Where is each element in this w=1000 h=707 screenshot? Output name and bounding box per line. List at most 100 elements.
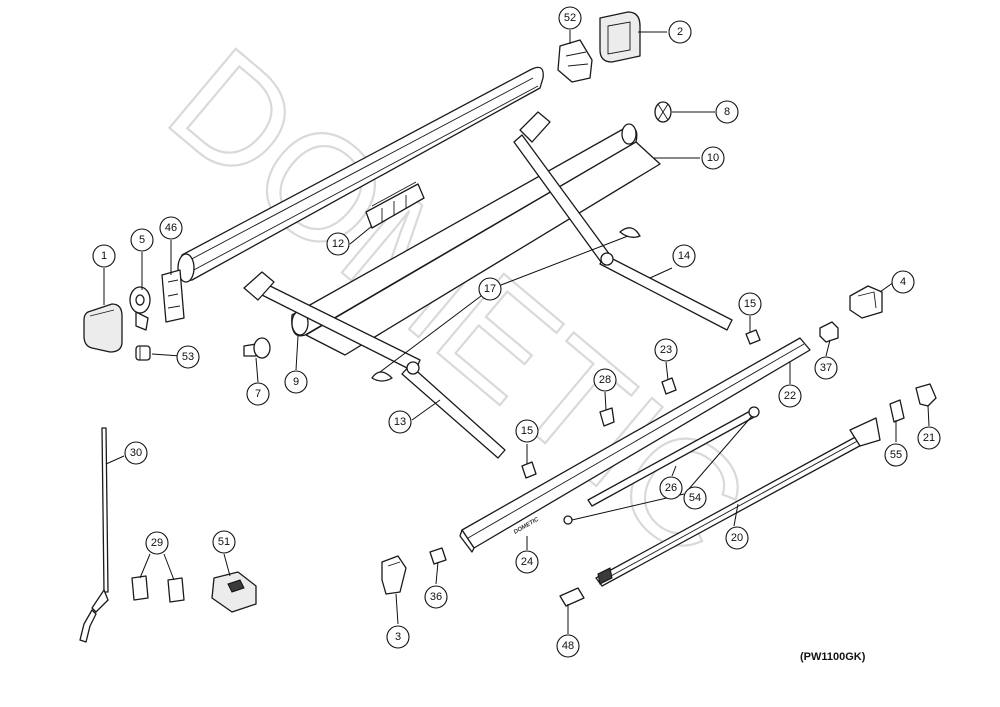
part-1-end-cap: [83, 303, 123, 353]
callout-37: 37: [814, 356, 838, 380]
part-55-cap: [889, 399, 905, 423]
part-3-foot-bracket: [381, 555, 407, 595]
callout-21: 21: [917, 426, 941, 450]
callout-3: 3: [386, 625, 410, 649]
callout-53: 53: [176, 345, 200, 369]
part-5-spool: [129, 286, 151, 331]
svg-text:52: 52: [564, 12, 576, 24]
diagram-code: (PW1100GK): [800, 651, 866, 663]
svg-text:24: 24: [521, 556, 533, 568]
callout-15-right: 15: [738, 292, 762, 316]
part-51-cover: [211, 571, 257, 613]
part-30-crank-handle: [79, 427, 109, 643]
callout-8: 8: [715, 100, 739, 124]
callout-29: 29: [145, 531, 169, 555]
callout-36: 36: [424, 585, 448, 609]
callout-30: 30: [124, 441, 148, 465]
callout-52: 52: [558, 6, 582, 30]
svg-text:22: 22: [784, 390, 796, 402]
callout-4: 4: [891, 270, 915, 294]
callout-17: 17: [478, 277, 502, 301]
svg-text:30: 30: [130, 447, 142, 459]
callout-5: 5: [130, 228, 154, 252]
svg-text:8: 8: [724, 106, 730, 118]
svg-text:15: 15: [744, 298, 756, 310]
callout-7: 7: [246, 382, 270, 406]
svg-text:37: 37: [820, 362, 832, 374]
callout-15-left: 15: [515, 419, 539, 443]
callout-12: 12: [326, 232, 350, 256]
part-10-awning-fabric: [305, 141, 661, 356]
svg-text:36: 36: [430, 591, 442, 603]
callout-24: 24: [515, 550, 539, 574]
part-52-head-bracket: [557, 39, 593, 83]
svg-text:20: 20: [731, 532, 743, 544]
svg-text:55: 55: [890, 449, 902, 461]
part-36-clip: [429, 547, 447, 565]
callout-23: 23: [654, 338, 678, 362]
callout-51: 51: [212, 530, 236, 554]
svg-text:46: 46: [165, 222, 177, 234]
svg-text:2: 2: [677, 26, 683, 38]
svg-text:17: 17: [484, 283, 496, 295]
leader-lines: [103, 30, 930, 634]
callout-14: 14: [672, 244, 696, 268]
svg-text:1: 1: [101, 250, 107, 262]
callout-13: 13: [388, 410, 412, 434]
svg-text:3: 3: [395, 631, 401, 643]
part-14-lower-arm-right: [513, 111, 733, 331]
part-48-latch: [559, 587, 585, 607]
svg-text:9: 9: [293, 376, 299, 388]
part-26-rafter-arm: [563, 406, 760, 525]
part-15-clip-right: [745, 329, 761, 345]
callout-54: 54: [683, 486, 707, 510]
svg-text:54: 54: [689, 492, 701, 504]
part-12-mount-bracket: [365, 181, 425, 229]
callout-55: 55: [884, 443, 908, 467]
svg-text:7: 7: [255, 388, 261, 400]
svg-text:13: 13: [394, 416, 406, 428]
callout-28: 28: [593, 368, 617, 392]
part-23-clip: [661, 377, 677, 395]
part-17-wedge-left: [371, 371, 393, 382]
callout-2: 2: [668, 20, 692, 44]
part-21-end-clip: [915, 383, 937, 407]
svg-text:10: 10: [707, 152, 719, 164]
part-37-clip: [819, 321, 839, 343]
awning-case-rail: [177, 66, 544, 283]
part-8-gear-knob: [654, 101, 672, 123]
part-28-clip: [599, 407, 615, 427]
part-22-lead-rail: DOMETIC: [459, 337, 811, 553]
callout-48: 48: [556, 634, 580, 658]
svg-text:26: 26: [665, 482, 677, 494]
svg-text:12: 12: [332, 238, 344, 250]
callout-9: 9: [284, 370, 308, 394]
part-53-nut: [135, 345, 151, 361]
part-2-end-cap-top: [599, 11, 641, 63]
svg-text:21: 21: [923, 432, 935, 444]
svg-text:5: 5: [139, 234, 145, 246]
svg-text:23: 23: [660, 344, 672, 356]
part-4-end-bracket: [849, 285, 883, 319]
part-15-clip-left: [521, 461, 537, 479]
part-7-knob: [243, 337, 271, 359]
callout-22: 22: [778, 384, 802, 408]
callout-20: 20: [725, 526, 749, 550]
svg-text:48: 48: [562, 640, 574, 652]
callout-26: 26: [659, 476, 683, 500]
svg-text:29: 29: [151, 537, 163, 549]
part-29-brackets: [131, 575, 185, 603]
svg-text:28: 28: [599, 374, 611, 386]
callout-1: 1: [92, 244, 116, 268]
svg-text:15: 15: [521, 425, 533, 437]
part-46-end-bracket: [161, 269, 185, 323]
svg-text:51: 51: [218, 536, 230, 548]
callout-46: 46: [159, 216, 183, 240]
svg-text:4: 4: [900, 276, 906, 288]
callout-10: 10: [701, 146, 725, 170]
svg-text:14: 14: [678, 250, 690, 262]
svg-text:53: 53: [182, 351, 194, 363]
part-13-lower-arm-left: [243, 271, 506, 459]
